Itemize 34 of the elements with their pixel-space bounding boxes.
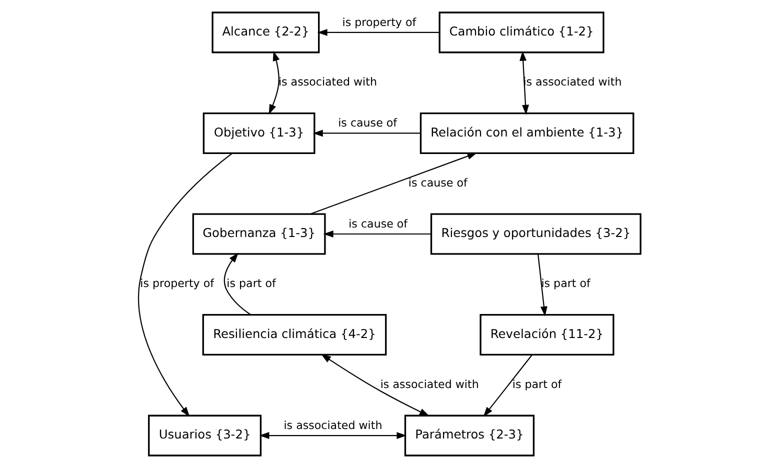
- edge-label: is associated with: [523, 76, 622, 89]
- edge-label: is associated with: [284, 418, 382, 432]
- node-box: Riesgos y oportunidades {3-2}: [430, 213, 642, 255]
- arrow: [483, 354, 532, 417]
- edge-label: is part of: [226, 277, 276, 290]
- node-box: Resiliencia climática {4-2}: [202, 314, 387, 356]
- arrow: [259, 432, 407, 440]
- edge-label: is property of: [140, 277, 214, 290]
- edge-label: is associated with: [278, 76, 377, 89]
- arrow: [321, 354, 430, 416]
- node-box: Revelación {11-2}: [480, 314, 614, 356]
- node-box: Usuarios {3-2}: [148, 414, 262, 456]
- arrow: [224, 252, 252, 316]
- edge-label: is property of: [342, 16, 416, 29]
- arrow: [138, 152, 233, 417]
- node-box: Cambio climático {1-2}: [438, 12, 604, 54]
- edge-label: is cause of: [348, 217, 408, 230]
- edge-label: is cause of: [408, 176, 468, 190]
- node-box: Relación con el ambiente {1-3}: [420, 112, 634, 154]
- arrow: [268, 50, 280, 114]
- arrow: [317, 28, 440, 36]
- edge-label: is associated with: [380, 378, 479, 391]
- node-box: Alcance {2-2}: [212, 12, 320, 54]
- edge-label: is cause of: [338, 116, 398, 130]
- node-box: Objetivo {1-3}: [202, 112, 316, 154]
- arrow: [312, 130, 421, 137]
- arrow: [323, 230, 431, 238]
- edge-label: is part of: [541, 277, 590, 290]
- arrow: [310, 152, 478, 214]
- node-box: Parámetros {2-3}: [404, 414, 535, 456]
- arrow: [538, 254, 548, 316]
- node-box: Gobernanza {1-3}: [192, 213, 326, 255]
- arrow: [520, 50, 530, 115]
- edge-label: is part of: [512, 378, 562, 391]
